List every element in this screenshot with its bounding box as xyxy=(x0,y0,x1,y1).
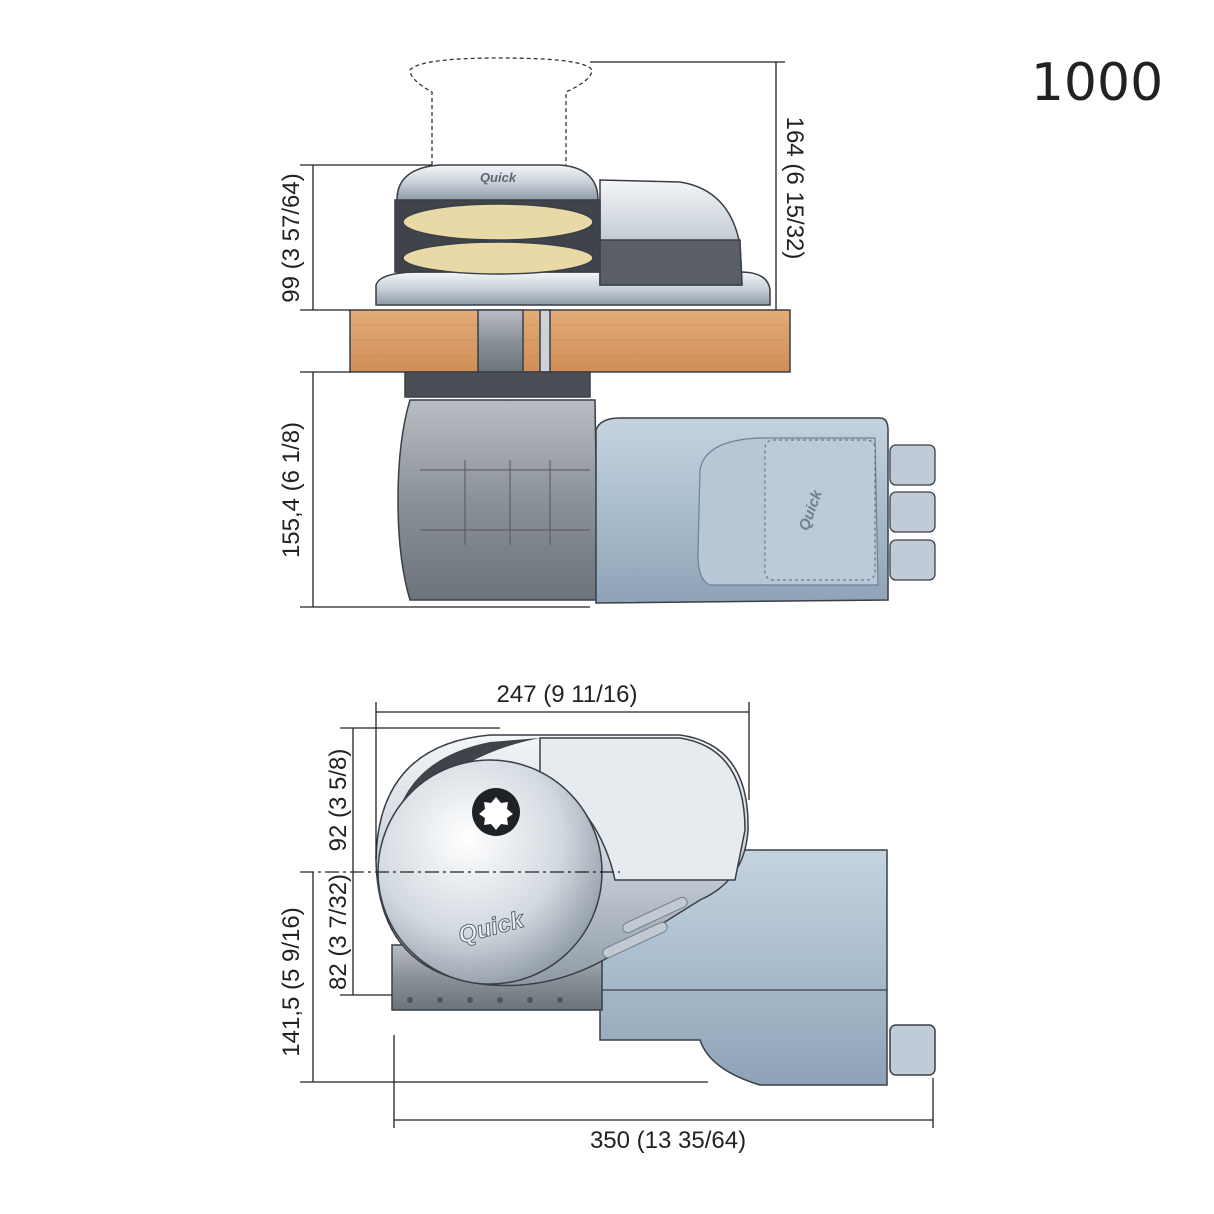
dim-upper-to-axis: 92 (3 5/8) xyxy=(325,749,352,852)
gearbox xyxy=(397,399,599,601)
drum-cap xyxy=(396,164,599,201)
star-socket-icon xyxy=(479,797,513,830)
dim-axis-to-base: 82 (3 7/32) xyxy=(325,874,352,990)
dim-height-above-deck: 99 (3 57/64) xyxy=(278,173,305,302)
stud xyxy=(539,309,551,373)
plan-view: Quick xyxy=(300,734,936,1086)
gypsy-lower xyxy=(402,241,594,275)
dimension-lines xyxy=(300,61,934,1128)
dim-axis-to-motor-end: 141,5 (5 9/16) xyxy=(278,907,305,1056)
logo-top-view: Quick xyxy=(480,170,517,185)
model-number: 1000 xyxy=(1031,53,1163,113)
terminal-cover xyxy=(764,439,876,581)
dim-total-height-top: 164 (6 15/32) xyxy=(781,117,808,260)
deck-board xyxy=(349,309,791,373)
shaft xyxy=(477,309,524,373)
dim-total-length: 350 (13 35/64) xyxy=(590,1127,746,1154)
dim-plan-width: 247 (9 11/16) xyxy=(497,681,638,708)
phantom-cap-outline xyxy=(409,57,593,165)
side-view: Quick Quick xyxy=(349,57,936,604)
dim-below-deck: 155,4 (6 1/8) xyxy=(278,422,305,558)
gypsy-upper xyxy=(402,203,594,241)
mounting-flange xyxy=(404,371,591,398)
cable-glands xyxy=(889,444,936,581)
cable-gland-plan xyxy=(889,1024,936,1076)
